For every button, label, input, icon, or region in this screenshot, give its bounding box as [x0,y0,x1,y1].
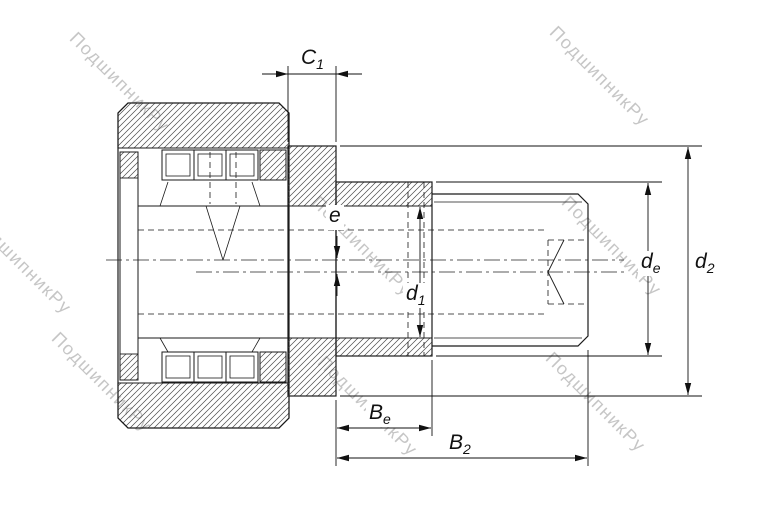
centerlines [106,259,624,273]
grease-hole [205,152,241,261]
flange-section-bottom [287,337,337,397]
seal-top [259,149,287,181]
seat-section-bottom [335,337,433,357]
dim-label-be: Be [366,401,394,427]
needle-rollers-bottom [161,351,259,383]
dimension-be [335,360,433,466]
seat-section-top [335,181,433,207]
roller-assembly [117,102,336,429]
cage-lines [159,181,261,353]
dim-label-d1: d1 [403,282,429,308]
end-washer [119,151,139,381]
dim-label-b2: B2 [446,431,474,457]
dim-label-c1: C1 [298,46,327,72]
seat-section [335,181,433,357]
end-washer-section-bottom [119,353,139,381]
flange-section-top [287,145,337,207]
dimension-d2 [340,145,702,397]
dimension-c1 [262,66,362,142]
outer-ring-section-top [117,102,290,149]
needle-rollers-top [161,149,259,181]
stud [138,145,589,397]
outer-ring-section-bottom [117,382,290,429]
seal-bottom [259,351,287,383]
thread-outline [432,193,589,347]
dim-label-de: de [638,250,664,276]
dim-label-d2: d2 [692,250,718,276]
end-washer-section-top [119,151,139,179]
dimension-b2 [337,350,589,466]
dim-label-e: e [326,204,344,230]
dimensions [262,66,702,466]
